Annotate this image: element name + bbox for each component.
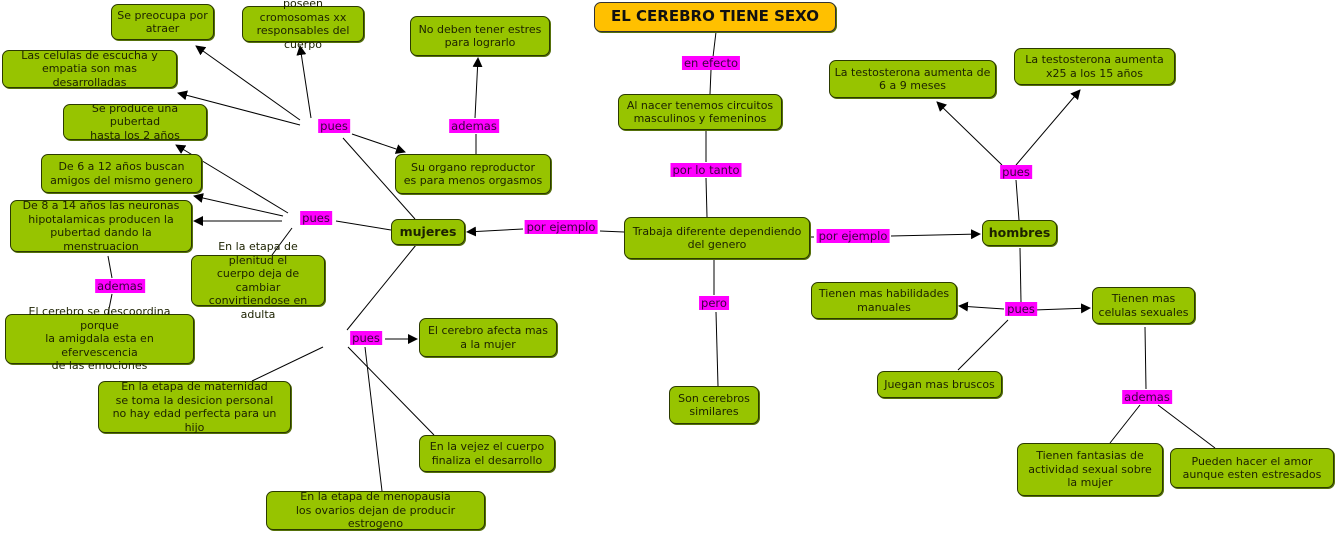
concept-menopausia[interactable]: En la etapa de menopausia los ovarios de…: [266, 490, 485, 530]
link-en-efecto[interactable]: en efecto: [681, 56, 741, 70]
concept-bruscos[interactable]: Juegan mas bruscos: [877, 371, 1002, 398]
arrow-connector: [1033, 303, 1091, 314]
line-connector: [346, 244, 417, 331]
arrow-connector: [1015, 89, 1081, 166]
concept-hombres[interactable]: hombres: [982, 220, 1057, 246]
arrow-connector: [936, 101, 1003, 166]
concept-plenitud[interactable]: En la etapa de plenitud el cuerpo deja d…: [191, 240, 325, 321]
line-connector: [1019, 247, 1022, 303]
concept-celulas-sexuales[interactable]: Tienen mas celulas sexuales: [1092, 287, 1195, 324]
arrow-connector: [296, 45, 312, 119]
arrow-connector: [351, 133, 406, 154]
link-por-ejemplo-hombres[interactable]: por ejemplo: [816, 229, 890, 243]
link-ademas-neuronas[interactable]: ademas: [95, 279, 145, 293]
concept-testosterona-15[interactable]: La testosterona aumenta x25 a los 15 año…: [1014, 48, 1175, 85]
link-pues-hombres-bottom[interactable]: pues: [1005, 302, 1037, 316]
line-connector: [251, 346, 324, 382]
link-pues-hombres-top[interactable]: pues: [1000, 165, 1032, 179]
link-pues-mujeres-left[interactable]: pues: [300, 211, 332, 225]
link-ademas-organo[interactable]: ademas: [449, 119, 499, 133]
concept-similares[interactable]: Son cerebros similares: [669, 386, 759, 424]
concept-mujeres[interactable]: mujeres: [391, 219, 465, 245]
arrow-connector: [958, 301, 1005, 312]
concept-circuitos[interactable]: Al nacer tenemos circuitos masculinos y …: [618, 94, 782, 130]
line-connector: [1144, 326, 1147, 390]
concept-amor[interactable]: Pueden hacer el amor aunque esten estres…: [1170, 448, 1334, 488]
concept-afecta[interactable]: El cerebro afecta mas a la mujer: [419, 318, 557, 357]
line-connector: [364, 346, 383, 492]
arrow-connector: [466, 226, 524, 237]
line-connector: [705, 177, 708, 218]
line-connector: [957, 319, 1009, 371]
concept-trabaja[interactable]: Trabaja diferente dependiendo del genero: [624, 217, 810, 259]
concept-habilidades[interactable]: Tienen mas habilidades manuales: [811, 282, 957, 319]
concept-vejez[interactable]: En la vejez el cuerpo finaliza el desarr…: [419, 435, 555, 472]
concept-organo[interactable]: Su organo reproductor es para menos orga…: [395, 154, 551, 194]
line-connector: [1157, 404, 1216, 449]
map-title[interactable]: EL CEREBRO TIENE SEXO: [594, 2, 836, 32]
line-connector: [709, 69, 712, 95]
concept-maternidad[interactable]: En la etapa de maternidad se toma la des…: [98, 380, 291, 434]
link-pero[interactable]: pero: [699, 296, 729, 310]
link-pues-mujeres-bottom[interactable]: pues: [350, 331, 382, 345]
arrow-connector: [195, 45, 301, 121]
line-connector: [599, 230, 625, 233]
link-ademas-hombres[interactable]: ademas: [1122, 390, 1172, 404]
concept-fantasias[interactable]: Tienen fantasias de actividad sexual sob…: [1017, 443, 1163, 496]
concept-estres[interactable]: No deben tener estres para lograrlo: [410, 16, 550, 56]
concept-celulas[interactable]: Las celulas de escucha y empatia son mas…: [2, 49, 177, 89]
concept-neuronas[interactable]: De 8 a 14 años las neuronas hipotalamica…: [10, 199, 192, 253]
line-connector: [347, 346, 435, 436]
line-connector: [342, 137, 416, 220]
line-connector: [271, 227, 293, 256]
line-connector: [107, 293, 113, 315]
link-pues-mujeres-top[interactable]: pues: [318, 119, 350, 133]
concept-atraer[interactable]: Se preocupa por atraer: [111, 4, 214, 40]
line-connector: [715, 311, 719, 387]
arrow-connector: [193, 193, 284, 217]
line-connector: [335, 220, 392, 231]
line-connector: [712, 31, 717, 58]
arrow-connector: [890, 229, 981, 240]
concept-testosterona-meses[interactable]: La testosterona aumenta de 6 a 9 meses: [829, 60, 996, 98]
concept-pubertad[interactable]: Se produce una pubertad hasta los 2 años: [63, 102, 207, 142]
link-por-lo-tanto[interactable]: por lo tanto: [670, 163, 742, 177]
arrow-connector: [177, 90, 301, 126]
concept-cromosomas[interactable]: poseen cromosomas xx responsables del cu…: [242, 0, 364, 51]
arrow-connector: [472, 57, 483, 119]
line-connector: [107, 255, 113, 279]
line-connector: [1015, 179, 1020, 221]
concept-descoordina[interactable]: El cerebro se descoordina porque la amig…: [5, 305, 194, 372]
link-por-ejemplo-mujeres[interactable]: por ejemplo: [524, 220, 598, 234]
line-connector: [1109, 404, 1141, 444]
concept-amigos[interactable]: De 6 a 12 años buscan amigos del mismo g…: [41, 154, 202, 193]
